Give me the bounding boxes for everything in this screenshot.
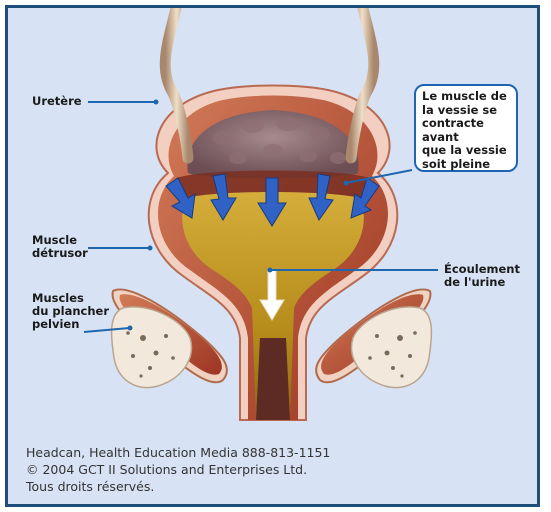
figure-frame: Uretère Le muscle de la vessie se contra… <box>5 5 540 507</box>
urethra <box>256 338 290 420</box>
credits-line-2: © 2004 GCT II Solutions and Enterprises … <box>26 462 307 477</box>
bladder-illustration <box>8 8 537 426</box>
label-bladder-muscle-contracts: Le muscle de la vessie se contracte avan… <box>422 90 510 171</box>
label-ureter: Uretère <box>32 95 82 108</box>
credits-line-1: Headcan, Health Education Media 888-813-… <box>26 445 330 460</box>
label-pelvic-floor-muscles: Muscles du plancher pelvien <box>32 292 109 331</box>
credits: Headcan, Health Education Media 888-813-… <box>26 444 330 495</box>
callout-box: Le muscle de la vessie se contracte avan… <box>414 84 518 172</box>
credits-line-3: Tous droits réservés. <box>26 479 154 494</box>
label-urine-flow: Écoulement de l'urine <box>444 263 520 289</box>
label-detrusor-muscle: Muscle détrusor <box>32 234 88 260</box>
